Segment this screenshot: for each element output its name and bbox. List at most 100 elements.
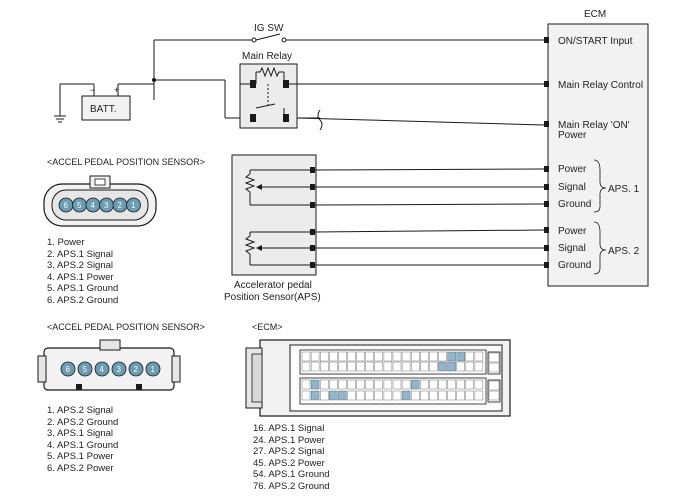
ecm-connector-cell [392,379,402,390]
battery-box [81,95,131,121]
ecm-connector-cell [320,390,329,401]
aps2-group-label: APS. 2 [608,246,640,257]
ecm-connector-cell [456,351,465,362]
connector2-pin-label: 5 [83,365,88,374]
ecm-connector-cell [329,379,338,390]
connector1-pin-label: 6 [64,201,69,210]
connector1-pin-label: 4 [91,201,96,210]
ecm-connector-cell [310,390,320,401]
ecm-connector-cell [456,390,465,401]
ecm-connector-cell [411,390,420,401]
ecm-connector-cell [338,361,347,372]
connector1-legend-item: 5. APS.1 Ground [47,283,119,294]
connector1-pin-1 [126,197,141,213]
ig-switch-wiring [153,33,544,119]
ig-sw-contact-right [281,37,287,43]
battery-wiring [54,83,154,123]
connector2-pin-label: 1 [151,365,156,374]
ecm-connector-cell [356,379,365,390]
relay-pin-2 [283,80,289,88]
connector2-pin-5 [77,361,93,377]
main-relay-label: Main Relay [242,51,292,62]
ecm-title: ECM [584,9,606,20]
aps2-power-label: Power [558,226,587,237]
ecm-connector-cell [401,361,411,372]
ecm-connector-cell [301,390,311,401]
ecm-connector-legend-item: 16. APS.1 Signal [253,423,325,434]
connector2-pin-label: 6 [66,365,71,374]
aps1-group-label: APS. 1 [608,184,640,195]
connector2-pin-label: 2 [134,365,139,374]
connector2-legend: 1. APS.2 Signal 2. APS.2 Ground 3. APS.1… [47,405,118,474]
ecm-input-main-relay-on: Main Relay 'ON' [558,120,630,131]
ecm-connector-cell [447,361,456,372]
relay-pin-4 [283,114,289,122]
battery-plus-icon: + [114,85,119,95]
connector1-legend-item: 4. APS.1 Power [47,271,114,283]
ecm-box [547,23,649,287]
ecm-connector-legend-item: 27. APS.2 Signal [253,446,325,457]
ecm-connector-cell [411,351,420,362]
break-symbol [317,109,323,131]
ecm-connector-cell [356,351,365,362]
ecm-connector-cell [310,379,320,390]
connector2-pin-3 [111,361,127,377]
main-relay-internals [240,66,545,126]
connector2-legend-item: 5. APS.1 Power [47,451,114,462]
ecm-connector-cell [401,390,411,401]
ecm-connector-cell [401,379,411,390]
connector2-legend-item: 6. APS.2 Power [47,462,114,474]
ecm-connector-cell [383,361,393,372]
connector1-pin-label: 1 [131,201,136,210]
ecm-connector-cell [411,379,420,390]
ecm-connector-cell [456,379,465,390]
connector1-pin-label: 5 [77,201,82,210]
aps1-ground-label: Ground [558,199,591,210]
connector2-pin-4 [94,361,110,377]
ecm-connector-cell [429,390,438,401]
ecm-connector-cell [365,361,374,372]
relay-pin-3 [250,114,256,122]
battery-minus-icon: − [90,85,95,95]
junction-dot-1 [152,78,156,82]
ecm-connector-cell [392,390,402,401]
ecm-connector-cell [365,390,374,401]
connector2-pin-6 [60,361,76,377]
connector1-title: <ACCEL PEDAL POSITION SENSOR> [47,157,205,167]
ecm-connector-cell [347,361,356,372]
connector1-legend-item: 6. APS.2 Ground [47,294,119,306]
ecm-connector-cell [474,351,484,362]
ecm-connector-cell [392,351,402,362]
connector2-legend-item: 2. APS.2 Ground [47,416,119,428]
ecm-connector-cell [465,351,474,362]
ecm-connector-cell [438,390,447,401]
ecm-connector-cell [320,361,329,372]
connector2-title: <ACCEL PEDAL POSITION SENSOR> [47,322,205,332]
relay-pin-1 [250,80,256,88]
sensor-label-line2: Position Sensor(APS) [224,292,321,303]
ecm-connector-cell [438,361,447,372]
connector1-legend-item: 1. Power [47,237,85,248]
ecm-connector-cell [438,379,447,390]
ecm-connector-cell [329,361,338,372]
connector2-pin-2 [128,361,144,377]
ecm-connector-cell [465,390,474,401]
connector1-legend: 1. Power 2. APS.1 Signal 3. APS.2 Signal… [47,237,118,306]
ecm-connector-cell [320,351,329,362]
ecm-input-on-start: ON/START Input [558,36,633,47]
ecm-connector-cell [447,351,456,362]
ecm-connector-cell [374,379,383,390]
ecm-connector-legend-item: 24. APS.1 Power [253,434,325,446]
ecm-connector-cell [383,390,393,401]
aps1-signal-label: Signal [558,182,586,193]
ecm-connector-cell [338,351,347,362]
wiper-arrow-1-icon [256,184,262,190]
ecm-connector-cell [374,390,383,401]
ecm-connector-cell [320,379,329,390]
connector2-legend-item: 1. APS.2 Signal [47,405,114,416]
ecm-connector-cell [365,351,374,362]
ecm-connector-cell [301,361,311,372]
connector2-pin-label: 3 [117,365,122,374]
